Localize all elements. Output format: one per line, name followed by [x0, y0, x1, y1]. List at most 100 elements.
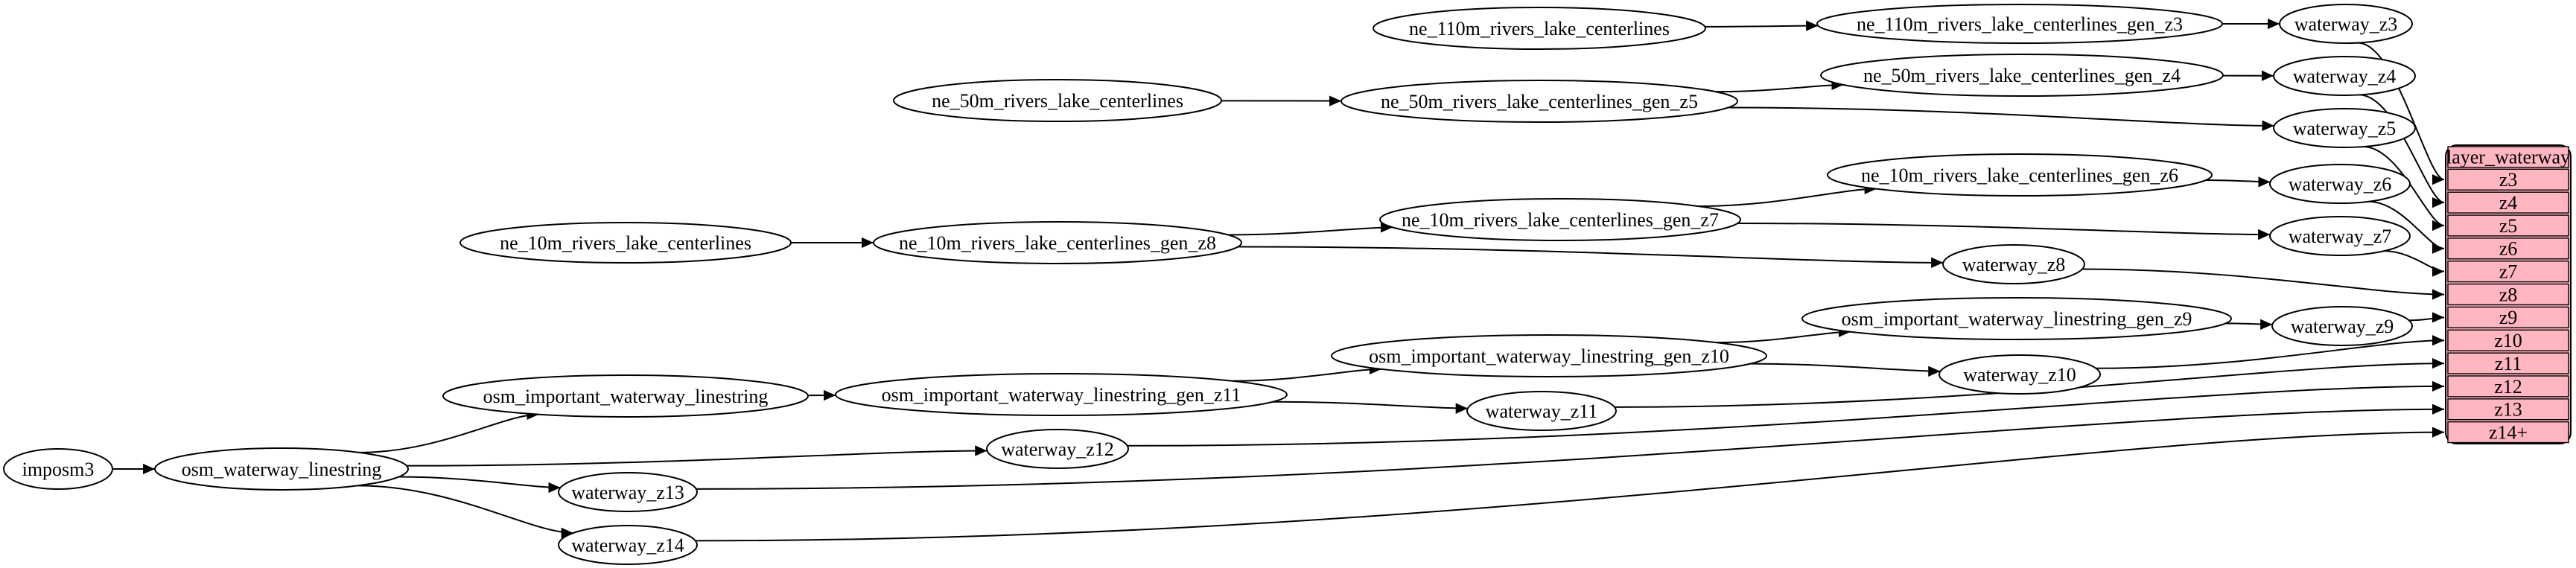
- edge-osm_waterway_linestring-to-waterway_z12: [406, 445, 988, 467]
- node-ne_50m_rivers_lake_centerlines_gen_z4: ne_50m_rivers_lake_centerlines_gen_z4: [1820, 54, 2224, 97]
- edge-waterway_z7-to-layer_waterway-z7: [2384, 250, 2445, 277]
- ne_110m_rivers_lake_centerlines-ellipse: [1373, 7, 1706, 50]
- waterway_z14-ellipse: [558, 525, 698, 565]
- ne_10m_rivers_lake_centerlines-label: ne_10m_rivers_lake_centerlines: [500, 232, 751, 254]
- osm_waterway_linestring-ellipse: [154, 447, 409, 491]
- osm_waterway_linestring-label: osm_waterway_linestring: [182, 459, 382, 480]
- node-waterway_z3: waterway_z3: [2279, 4, 2413, 44]
- imposm3-label: imposm3: [22, 459, 95, 480]
- ne_10m_rivers_lake_centerlines_gen_z8-label: ne_10m_rivers_lake_centerlines_gen_z8: [899, 232, 1216, 254]
- waterway_z12-ellipse: [986, 429, 1129, 469]
- edge-waterway_z6-to-layer_waterway-z6: [2368, 200, 2445, 254]
- layer-waterway-cell-z10: [2447, 329, 2569, 351]
- layer-waterway-cell-z6: [2447, 237, 2569, 260]
- layer-waterway-cell-label-z10: z10: [2494, 330, 2522, 351]
- edges-layer: [112, 18, 2445, 542]
- ne_50m_rivers_lake_centerlines-label: ne_50m_rivers_lake_centerlines: [932, 90, 1183, 112]
- layer-waterway-cell-z3: [2447, 168, 2569, 191]
- layer-waterway-cell-label-z3: z3: [2499, 169, 2518, 191]
- layer-waterway-cell-z12: [2447, 375, 2569, 398]
- waterway_z6-label: waterway_z6: [2289, 173, 2392, 195]
- osm_important_waterway_linestring-ellipse: [442, 374, 809, 418]
- edge-ne_10m_rivers_lake_centerlines_gen_z8-to-ne_10m_rivers_lake_centerlines_gen_z7: [1227, 222, 1393, 236]
- node-waterway_z8: waterway_z8: [1942, 244, 2085, 284]
- edge-ne_10m_rivers_lake_centerlines_gen_z7-to-waterway_z7: [1737, 223, 2271, 240]
- waterway_z11-label: waterway_z11: [1486, 401, 1598, 422]
- waterway_z3-ellipse: [2279, 4, 2413, 44]
- edge-ne_10m_rivers_lake_centerlines_gen_z7-to-ne_10m_rivers_lake_centerlines_gen_z6: [1698, 183, 1877, 207]
- edge-waterway_z8-to-layer_waterway-z8: [2082, 268, 2445, 300]
- ne_110m_rivers_lake_centerlines_gen_z3-label: ne_110m_rivers_lake_centerlines_gen_z3: [1857, 13, 2183, 35]
- layer-waterway-cell-label-z12: z12: [2494, 376, 2522, 398]
- ne_110m_rivers_lake_centerlines-label: ne_110m_rivers_lake_centerlines: [1409, 18, 1670, 39]
- ne_10m_rivers_lake_centerlines_gen_z7-ellipse: [1379, 198, 1741, 241]
- edge-waterway_z12-to-layer_waterway-z12: [1127, 380, 2445, 447]
- layer-waterway-title: layer_waterway: [2446, 146, 2570, 167]
- edge-waterway_z3-to-layer_waterway-z3: [2358, 42, 2445, 185]
- layer-waterway-cell-z5: [2447, 214, 2569, 237]
- layer-waterway-cell-label-z14+: z14+: [2489, 421, 2528, 443]
- ne_10m_rivers_lake_centerlines-ellipse: [459, 222, 792, 264]
- layer-waterway-cell-z7: [2447, 261, 2569, 283]
- edge-osm_important_waterway_linestring_gen_z11-to-waterway_z11: [1273, 401, 1468, 414]
- layer-waterway-cell-label-z7: z7: [2499, 261, 2518, 283]
- waterway_z9-label: waterway_z9: [2291, 316, 2394, 337]
- edge-waterway_z4-to-layer_waterway-z4: [2359, 94, 2445, 208]
- ne_50m_rivers_lake_centerlines_gen_z5-label: ne_50m_rivers_lake_centerlines_gen_z5: [1381, 91, 1698, 112]
- waterway_z7-ellipse: [2269, 216, 2411, 256]
- edge-waterway_z14-to-layer_waterway-z14+: [695, 427, 2445, 542]
- node-ne_50m_rivers_lake_centerlines: ne_50m_rivers_lake_centerlines: [893, 79, 1222, 122]
- edge-ne_50m_rivers_lake_centerlines_gen_z5-to-ne_50m_rivers_lake_centerlines_gen_z4: [1715, 79, 1844, 93]
- waterway_z13-ellipse: [558, 472, 698, 512]
- edge-waterway_z5-to-layer_waterway-z5: [2363, 146, 2445, 232]
- layer-waterway-table: layer_waterwayz3z4z5z6z7z8z9z10z11z12z13…: [2445, 144, 2572, 445]
- ne_10m_rivers_lake_centerlines_gen_z6-label: ne_10m_rivers_lake_centerlines_gen_z6: [1861, 165, 2178, 186]
- ne_50m_rivers_lake_centerlines_gen_z4-ellipse: [1820, 54, 2224, 97]
- node-ne_10m_rivers_lake_centerlines_gen_z7: ne_10m_rivers_lake_centerlines_gen_z7: [1379, 198, 1741, 241]
- node-waterway_z12: waterway_z12: [986, 429, 1129, 469]
- waterway_z14-label: waterway_z14: [571, 535, 684, 556]
- node-ne_50m_rivers_lake_centerlines_gen_z5: ne_50m_rivers_lake_centerlines_gen_z5: [1341, 80, 1738, 123]
- layer-waterway-cell-label-z4: z4: [2499, 192, 2518, 214]
- imposm3-ellipse: [3, 448, 113, 490]
- ne_10m_rivers_lake_centerlines_gen_z8-ellipse: [873, 221, 1242, 264]
- layer-waterway-cell-z4: [2447, 191, 2569, 214]
- layer-waterway-cell-label-z11: z11: [2495, 353, 2522, 374]
- node-ne_110m_rivers_lake_centerlines_gen_z3: ne_110m_rivers_lake_centerlines_gen_z3: [1816, 4, 2223, 44]
- edge-waterway_z11-to-layer_waterway-z11: [1614, 357, 2445, 408]
- ne_50m_rivers_lake_centerlines-ellipse: [893, 79, 1222, 122]
- node-waterway_z11: waterway_z11: [1466, 391, 1617, 431]
- node-osm_important_waterway_linestring_gen_z11: osm_important_waterway_linestring_gen_z1…: [835, 373, 1288, 416]
- node-waterway_z7: waterway_z7: [2269, 216, 2411, 256]
- waterway_z12-label: waterway_z12: [1001, 438, 1114, 460]
- node-waterway_z5: waterway_z5: [2273, 108, 2416, 148]
- osm_important_waterway_linestring_gen_z11-label: osm_important_waterway_linestring_gen_z1…: [882, 384, 1241, 406]
- layer-waterway-cell-label-z5: z5: [2499, 215, 2518, 237]
- waterway_z4-ellipse: [2273, 56, 2416, 96]
- nodes-layer: imposm3 osm_waterway_linestring osm_import…: [3, 4, 2416, 565]
- osm_important_waterway_linestring_gen_z11-ellipse: [835, 373, 1288, 416]
- edge-osm_important_waterway_linestring_gen_z10-to-waterway_z10: [1749, 363, 1941, 377]
- node-osm_important_waterway_linestring_gen_z10: osm_important_waterway_linestring_gen_z1…: [1331, 334, 1767, 377]
- edge-waterway_z13-to-layer_waterway-z13: [696, 403, 2445, 490]
- layer-waterway-cell-label-z6: z6: [2499, 238, 2518, 260]
- edge-waterway_z9-to-layer_waterway-z9: [2408, 312, 2445, 323]
- node-osm_important_waterway_linestring_gen_z9: osm_important_waterway_linestring_gen_z9: [1801, 297, 2232, 340]
- node-ne_10m_rivers_lake_centerlines: ne_10m_rivers_lake_centerlines: [459, 222, 792, 264]
- osm_important_waterway_linestring_gen_z10-label: osm_important_waterway_linestring_gen_z1…: [1369, 345, 1729, 367]
- ne_10m_rivers_lake_centerlines_gen_z7-label: ne_10m_rivers_lake_centerlines_gen_z7: [1402, 209, 1719, 231]
- node-osm_waterway_linestring: osm_waterway_linestring: [154, 447, 409, 491]
- node-ne_10m_rivers_lake_centerlines_gen_z6: ne_10m_rivers_lake_centerlines_gen_z6: [1827, 153, 2213, 197]
- node-ne_10m_rivers_lake_centerlines_gen_z8: ne_10m_rivers_lake_centerlines_gen_z8: [873, 221, 1242, 264]
- waterway_z8-label: waterway_z8: [1962, 254, 2066, 275]
- layer-waterway-cell-z13: [2447, 398, 2569, 421]
- edge-ne_10m_rivers_lake_centerlines_gen_z8-to-waterway_z8: [1238, 246, 1944, 269]
- waterway_z5-ellipse: [2273, 108, 2416, 148]
- node-waterway_z10: waterway_z10: [1939, 354, 2101, 395]
- waterway_z6-ellipse: [2269, 164, 2411, 204]
- waterway_z3-label: waterway_z3: [2294, 13, 2398, 35]
- edge-ne_110m_rivers_lake_centerlines-to-ne_110m_rivers_lake_centerlines_gen_z3: [1705, 20, 1819, 31]
- layer-waterway-cell-label-z8: z8: [2499, 284, 2518, 305]
- layer-waterway-header-cell: [2447, 146, 2569, 168]
